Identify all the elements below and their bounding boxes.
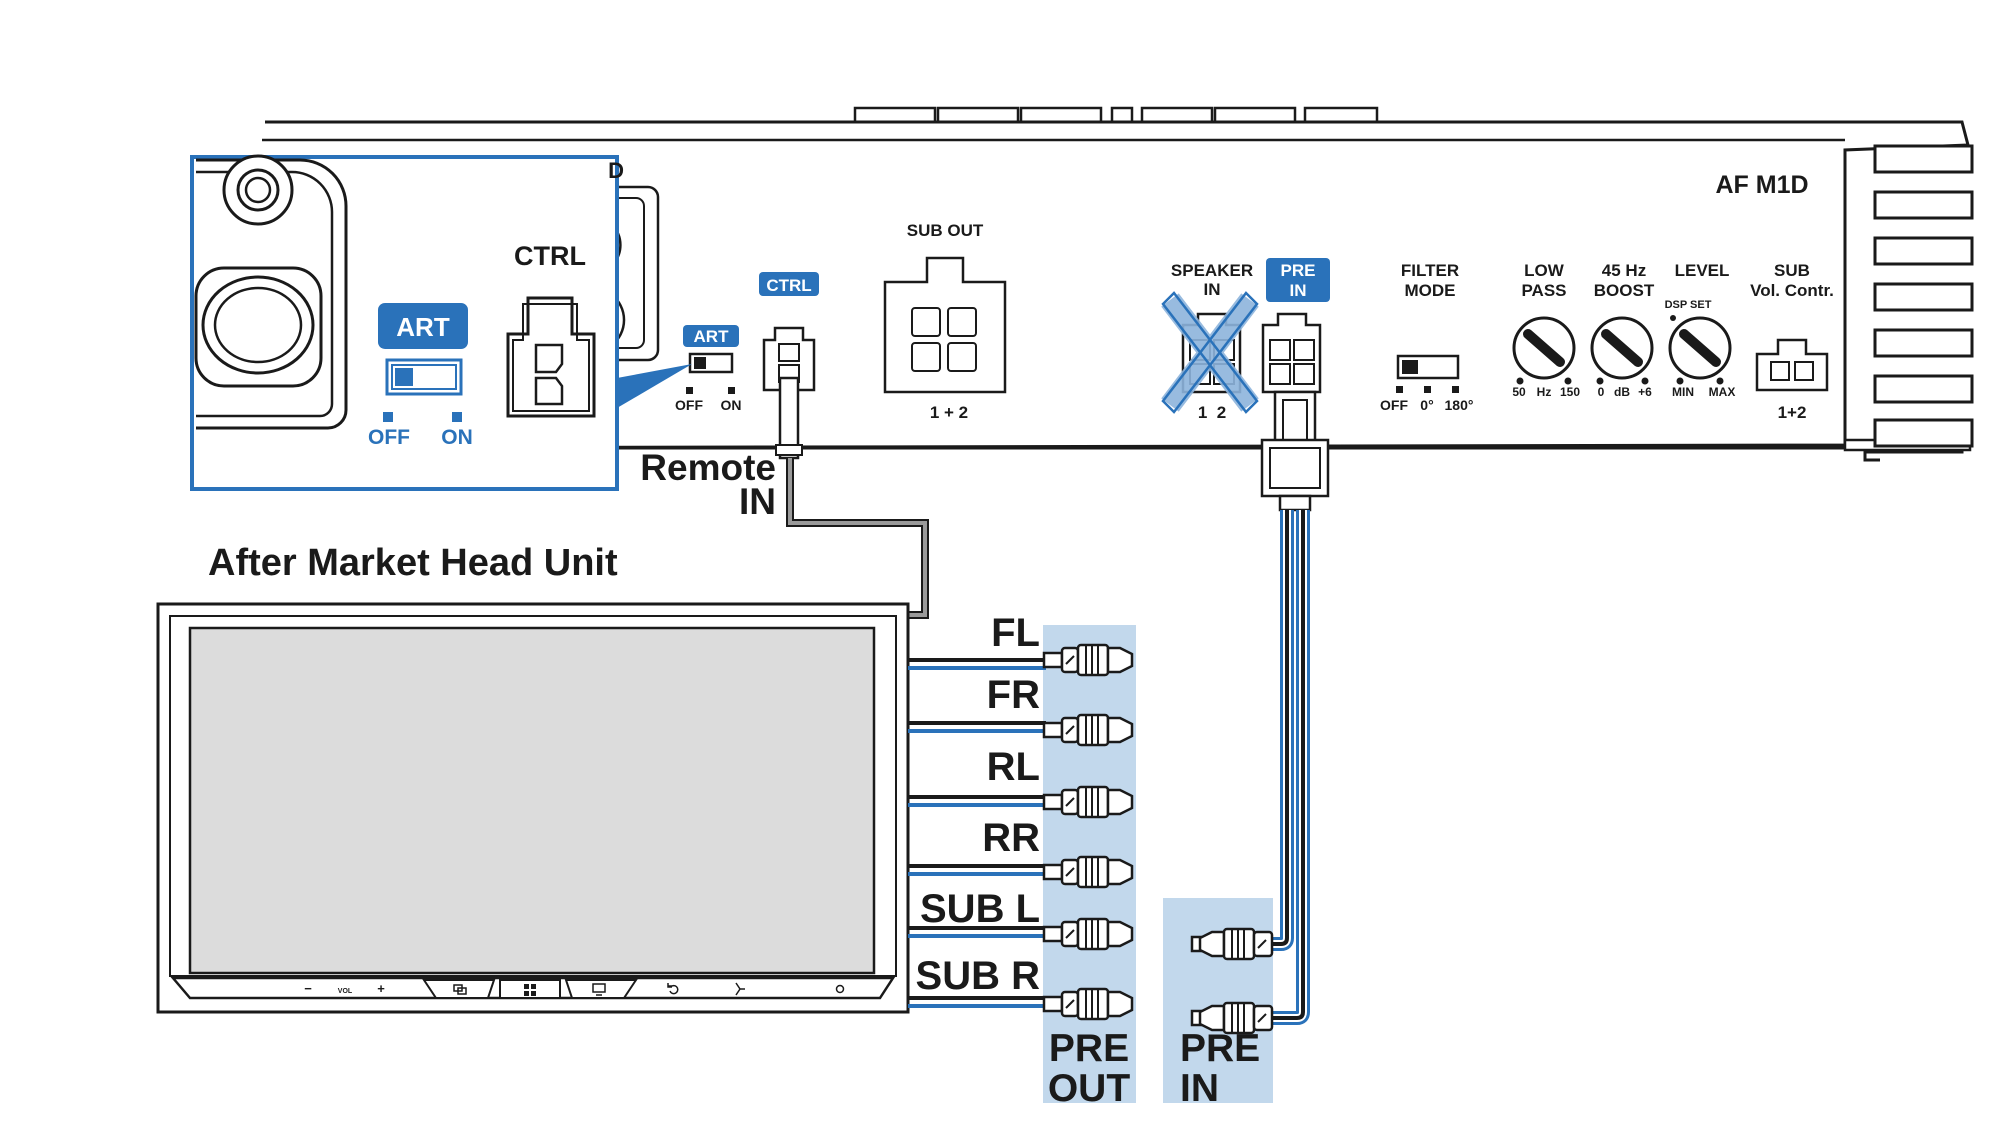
channel-label-rr: RR (982, 816, 1040, 860)
head-unit-title: After Market Head Unit (208, 542, 618, 584)
amp-subvol-line1: SUB (1774, 261, 1810, 280)
amp-boost-line1: 45 Hz (1602, 261, 1646, 280)
head-unit-apps-button[interactable] (564, 979, 638, 999)
amp-pre-in-line2: IN (1290, 281, 1307, 300)
amp-top-vents (853, 106, 1379, 124)
amp-level-knob[interactable]: LEVEL DSP SET MIN MAX (1665, 261, 1736, 399)
back-icon[interactable] (667, 983, 679, 995)
channel-label-sub-r: SUB R (916, 954, 1041, 998)
remote-label-line2: IN (739, 481, 776, 522)
head-unit-vol-plus[interactable]: + (377, 981, 385, 996)
amp-boost-unit: dB (1614, 385, 1630, 399)
amp-lowpass-line1: LOW (1524, 261, 1565, 280)
inset-cut-letter: D (608, 158, 624, 183)
amp-filter-mode-switch[interactable]: FILTER MODE OFF 0° 180° (1380, 261, 1473, 413)
head-unit-vol-label: VOL (338, 988, 353, 995)
amp-ctrl-port[interactable]: CTRL (759, 272, 819, 392)
channel-label-sub-l: SUB L (920, 887, 1040, 931)
head-unit-source-button[interactable] (422, 979, 496, 999)
remote-cable: Remote IN (640, 376, 929, 619)
amp-heatsink (1873, 144, 1974, 448)
amp-lowpass-min: 50 (1512, 385, 1526, 399)
amp-art-label: ART (694, 327, 730, 346)
head-unit-vol-minus[interactable]: − (304, 981, 312, 996)
inset-zoom: D ART OFF ON CTRL (190, 154, 692, 491)
amp-pre-in-port[interactable]: PRE IN (1261, 258, 1330, 394)
pre-in-label-line1: PRE (1180, 1027, 1260, 1070)
amp-level-max: MAX (1709, 385, 1736, 399)
pre-out-channels: FL FR RL RR SUB L SUB R PRE OUT (908, 611, 1134, 1110)
channel-label-fl: FL (991, 611, 1040, 655)
amplifier: AF M1D ART OFF ON CTRL SUB OUT (262, 106, 1974, 462)
pre-out-label-line1: PRE (1049, 1027, 1129, 1070)
amp-pre-in-line1: PRE (1281, 261, 1316, 280)
inset-art-on: ON (441, 426, 473, 449)
home-grid-icon (524, 984, 536, 996)
source-icon (453, 984, 467, 995)
amp-sub-out-label: SUB OUT (907, 221, 984, 240)
mic-icon[interactable] (735, 982, 745, 996)
amp-lowpass-unit: Hz (1537, 385, 1552, 399)
amp-level-line1: LEVEL (1675, 261, 1730, 280)
amp-subvol-pins: 1+2 (1778, 403, 1807, 422)
amp-filter-line1: FILTER (1401, 261, 1459, 280)
channel-label-fr: FR (987, 673, 1040, 717)
inset-ctrl-label: CTRL (514, 241, 586, 271)
amp-art-switch[interactable]: ART OFF ON (675, 325, 742, 413)
amp-subvol-line2: Vol. Contr. (1750, 281, 1834, 300)
pre-in-plugs: PRE IN (1180, 927, 1274, 1110)
inset-ctrl-port: CTRL (506, 241, 596, 418)
amp-boost-line2: BOOST (1594, 281, 1655, 300)
amp-filter-opt-180: 180° (1445, 397, 1474, 413)
pre-in-cable (1260, 390, 1330, 1025)
power-icon[interactable] (835, 984, 845, 994)
amp-lowpass-max: 150 (1560, 385, 1580, 399)
cross-out-icon (1161, 293, 1259, 412)
head-unit-home-button[interactable] (499, 979, 561, 999)
inset-art-off: OFF (368, 426, 410, 449)
head-unit-screen[interactable] (188, 626, 876, 975)
amp-boost-max: +6 (1638, 385, 1652, 399)
pre-out-label-line2: OUT (1048, 1067, 1131, 1110)
amp-art-off: OFF (675, 397, 703, 413)
amp-speaker-in-port: SPEAKER IN 1 2 (1161, 261, 1259, 422)
channel-label-rl: RL (987, 745, 1040, 789)
amp-boost-min: 0 (1598, 385, 1605, 399)
amp-lowpass-line2: PASS (1521, 281, 1566, 300)
amp-filter-opt-off: OFF (1380, 397, 1408, 413)
amp-low-pass-knob[interactable]: LOW PASS 50 Hz 150 (1512, 261, 1580, 399)
inset-art-label: ART (396, 312, 450, 342)
amp-sub-out-port[interactable]: SUB OUT 1 + 2 (883, 221, 1007, 422)
amp-ctrl-label: CTRL (766, 276, 811, 295)
amp-art-on: ON (721, 397, 742, 413)
amp-boost-knob[interactable]: 45 Hz BOOST 0 dB +6 (1592, 261, 1655, 399)
head-unit: After Market Head Unit − VOL + (156, 542, 910, 1014)
amp-level-min: MIN (1672, 385, 1694, 399)
amp-model: AF M1D (1715, 171, 1808, 199)
screen-icon (592, 983, 606, 996)
amp-filter-line2: MODE (1405, 281, 1456, 300)
amp-speaker-in-pins: 1 2 (1198, 403, 1226, 422)
amp-filter-opt-0: 0° (1420, 397, 1433, 413)
pre-in-label-line2: IN (1180, 1067, 1219, 1110)
amp-sub-out-pins: 1 + 2 (930, 403, 968, 422)
amp-speaker-in-line2: IN (1204, 280, 1221, 299)
amp-speaker-in-line1: SPEAKER (1171, 261, 1253, 280)
inset-art-switch[interactable]: ART OFF ON (368, 303, 473, 449)
amp-sub-vol-port[interactable]: SUB Vol. Contr. 1+2 (1750, 261, 1834, 422)
amp-level-dsp: DSP SET (1665, 299, 1712, 311)
remote-label-line1: Remote (640, 447, 776, 488)
